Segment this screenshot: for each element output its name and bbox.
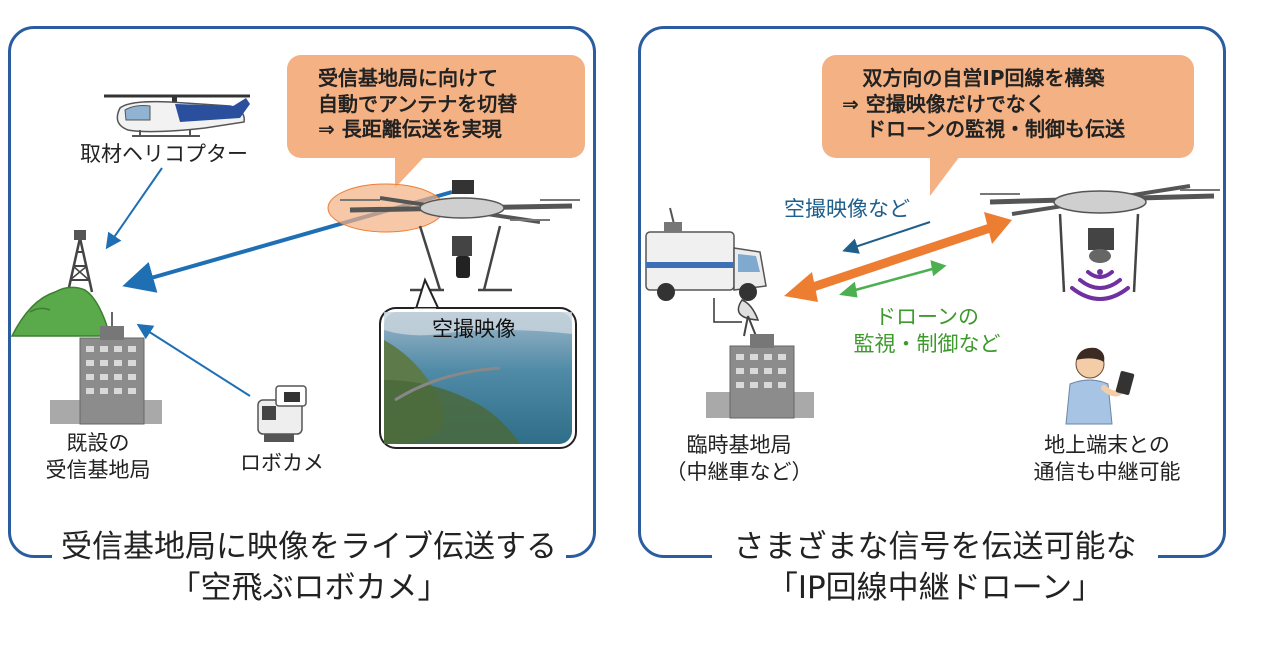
aerial-image-label: 空撮映像: [432, 317, 516, 341]
robo-camera-icon: [257, 385, 307, 442]
relay-van-icon: [645, 207, 767, 301]
drone-icon: [340, 180, 580, 292]
helicopter-icon: [104, 94, 250, 137]
left-callout-text: 受信基地局に向けて 自動でアンテナを切替 ⇒ 長距離伝送を実現: [318, 66, 517, 143]
person-smartphone-icon: [1065, 347, 1135, 425]
satellite-dish-icon: [713, 298, 760, 337]
arrow-video-to-station: [842, 221, 931, 254]
label-line: ドローンの: [875, 305, 979, 329]
callout-line: 双方向の自営IP回線を構築: [862, 66, 1105, 90]
video-label: 空撮映像など: [784, 197, 910, 221]
temp-station-label: 臨時基地局 （中継車など）: [654, 432, 824, 486]
drone-icon: [980, 184, 1220, 293]
label-line: 通信も中継可能: [1033, 459, 1181, 484]
arrow-robocam-to-base: [136, 323, 251, 397]
label-line: 臨時基地局: [686, 433, 792, 457]
callout-line: 自動でアンテナを切替: [318, 91, 518, 116]
building-icon: [50, 312, 162, 425]
wifi-signal-icon: [1070, 269, 1130, 301]
control-label: ドローンの 監視・制御など: [842, 304, 1012, 358]
callout-line: ⇒ 空撮映像だけでなく: [842, 91, 1046, 116]
label-line: 監視・制御など: [853, 331, 1001, 356]
callout-line: ⇒ 長距離伝送を実現: [318, 117, 502, 142]
caption-line: 「空飛ぶロボカメ」: [169, 569, 449, 606]
helicopter-label: 取材ヘリコプター: [80, 142, 248, 166]
bidirectional-ip-arrow: [784, 212, 1012, 302]
callout-line: 受信基地局に向けて: [318, 66, 498, 90]
label-line: 受信基地局: [45, 457, 151, 482]
aerial-image-panel: [379, 277, 577, 449]
mountain-icon: [10, 286, 111, 337]
left-caption: 受信基地局に映像をライブ伝送する 「空飛ぶロボカメ」: [52, 527, 566, 609]
right-callout-bubble: [822, 55, 1194, 196]
caption-line: 受信基地局に映像をライブ伝送する: [61, 529, 557, 565]
label-line: 既設の: [66, 431, 130, 455]
arrow-control-bidirectional: [839, 260, 947, 298]
caption-line: 「IP回線中継ドローン」: [766, 569, 1104, 606]
callout-line: ドローンの監視・制御も伝送: [866, 117, 1125, 142]
right-callout-text: 双方向の自営IP回線を構築 ⇒ 空撮映像だけでなく ドローンの監視・制御も伝送: [842, 66, 1125, 143]
label-line: （中継車など）: [665, 459, 813, 484]
caption-line: さまざまな信号を伝送可能な: [733, 529, 1137, 565]
right-caption: さまざまな信号を伝送可能な 「IP回線中継ドローン」: [712, 527, 1158, 609]
arrow-heli-to-base: [105, 167, 163, 250]
building-icon: [706, 334, 814, 419]
label-line: 地上端末との: [1044, 433, 1170, 457]
left-callout-bubble: [287, 55, 585, 188]
radio-tower-icon: [66, 230, 94, 293]
base-station-label: 既設の 受信基地局: [36, 430, 160, 484]
terminal-label: 地上端末との 通信も中継可能: [1012, 432, 1202, 486]
robo-camera-label: ロボカメ: [240, 451, 324, 475]
